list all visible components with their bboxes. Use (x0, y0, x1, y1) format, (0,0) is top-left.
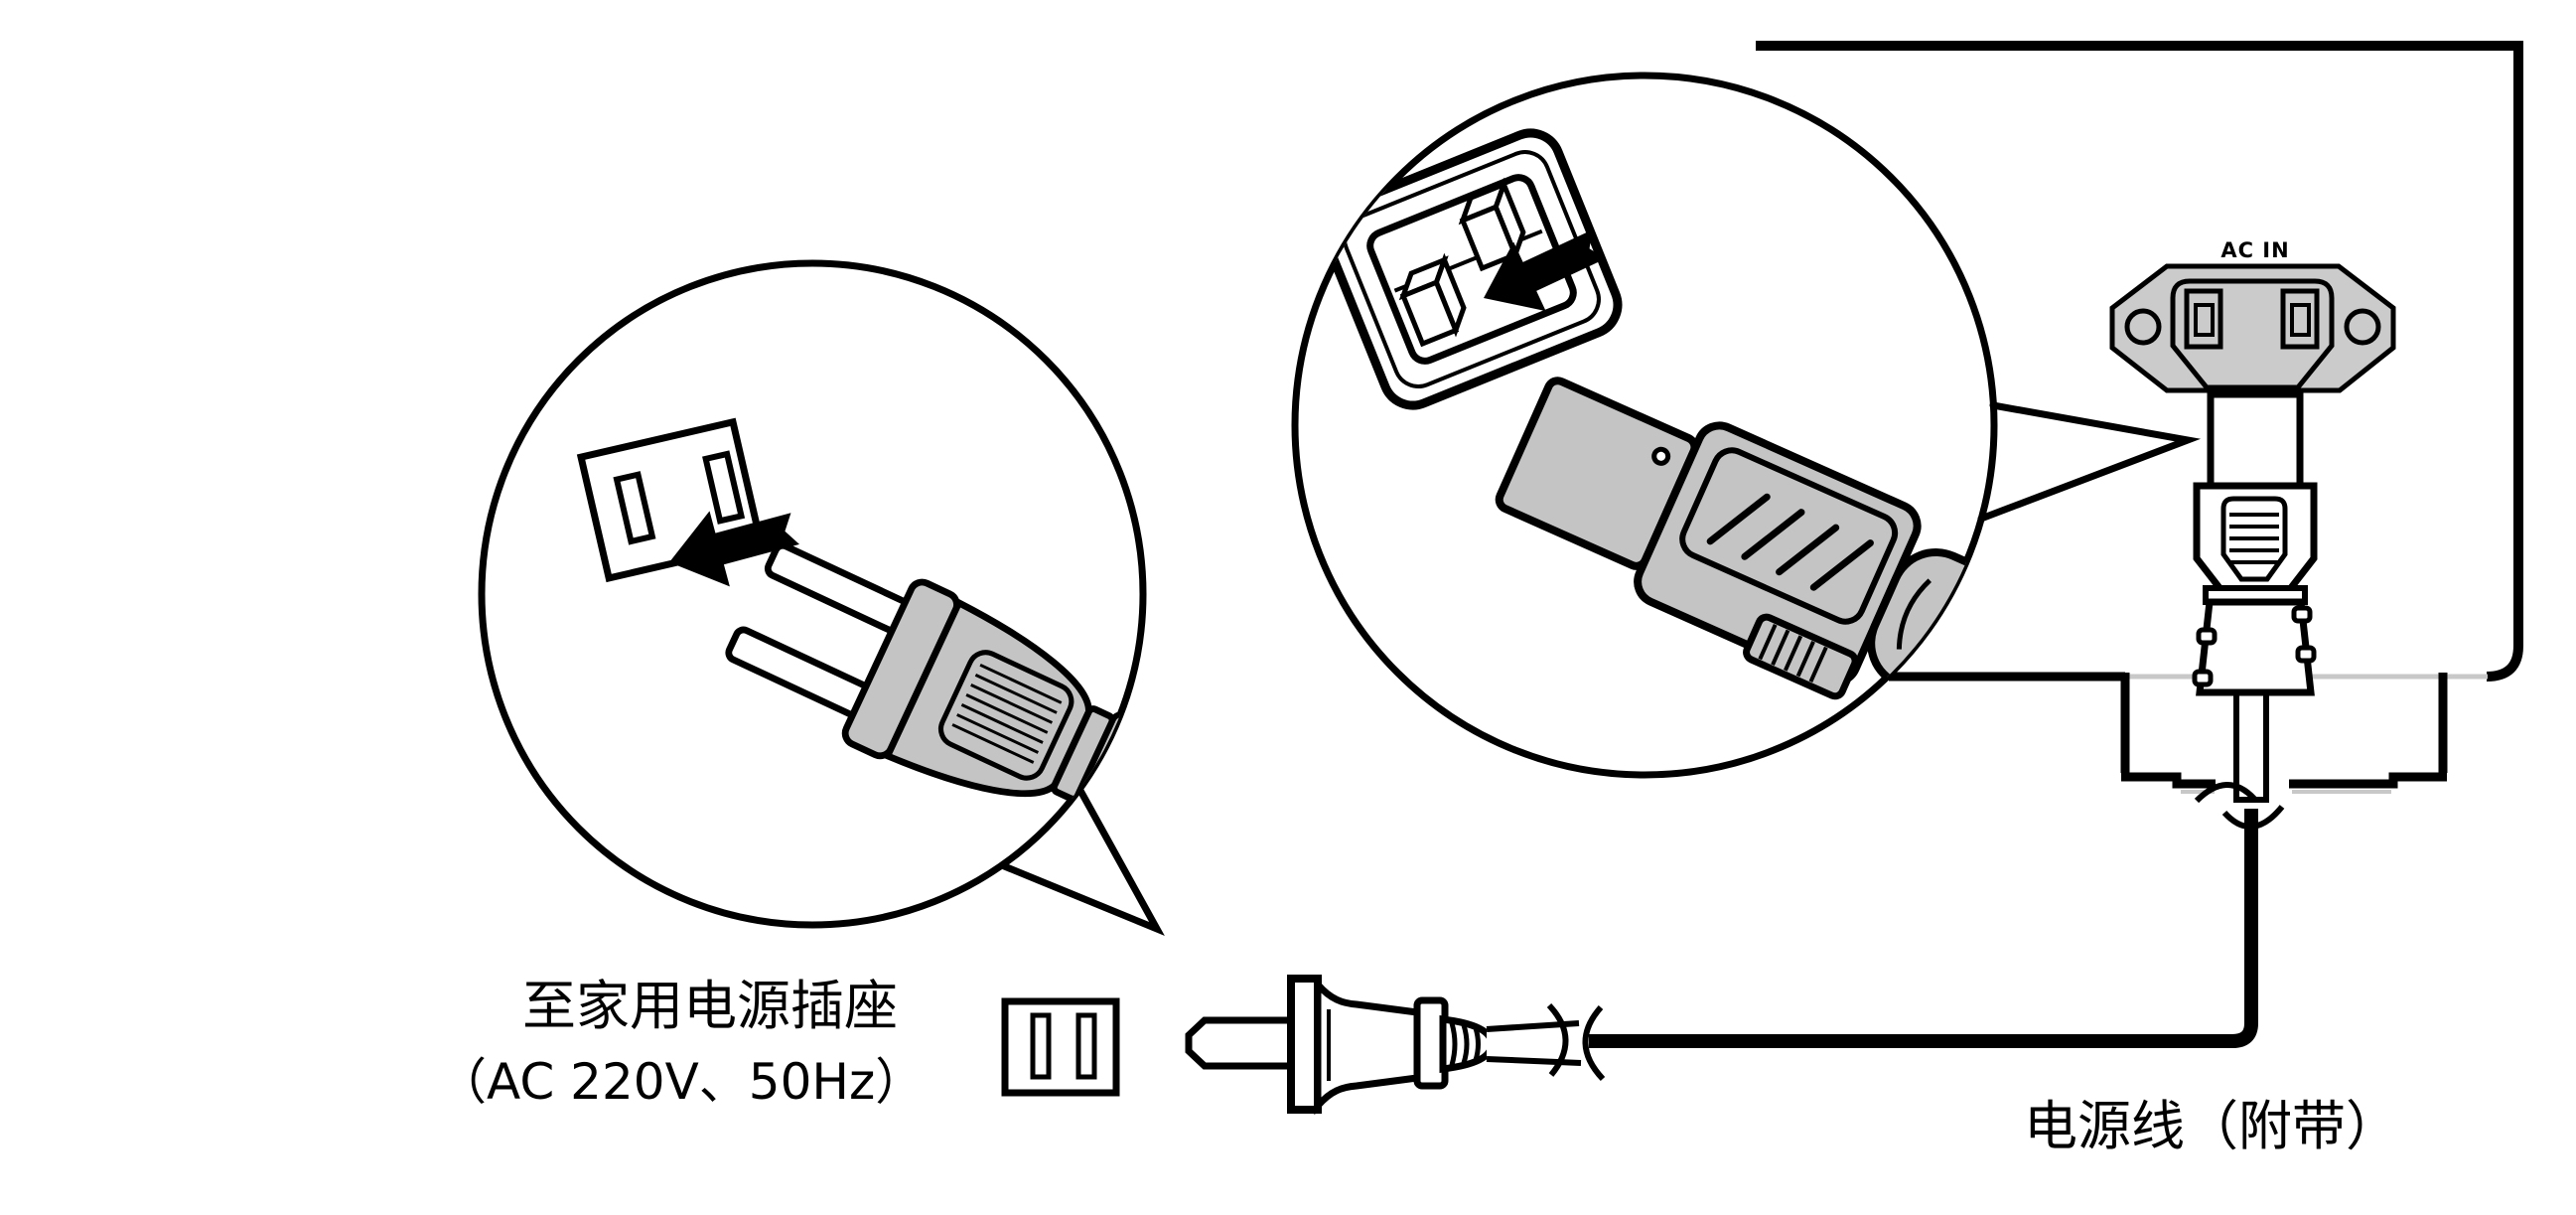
callout-wall-outlet (478, 259, 1213, 937)
relief-notch (2291, 605, 2313, 624)
power-cable (1589, 809, 2258, 1048)
grip-hatch (951, 663, 1063, 764)
mains-plug-side (1185, 975, 1606, 1116)
relief-notch (2192, 669, 2214, 687)
ac-in-label: AC IN (2220, 238, 2289, 262)
strain-relief (2196, 598, 2315, 696)
device-rear-panel (1756, 41, 2523, 794)
plug-body (1314, 975, 1421, 1116)
inlet-pin (1399, 279, 1460, 348)
outlet-slot (1075, 1012, 1097, 1080)
outlet-face (1001, 997, 1120, 1097)
connector-latch (1743, 613, 1859, 700)
cable-break-icon (1582, 1005, 1606, 1082)
cord-segment (2233, 685, 2269, 803)
cable-break-icon (2194, 782, 2257, 804)
inlet-pin (1459, 204, 1519, 272)
balloon-tail-fill (1010, 797, 1157, 929)
plug-faceplate (1287, 975, 1322, 1114)
wall-outlet-label-line1: 至家用电源插座 (522, 975, 898, 1037)
cord-stub (1487, 1023, 1581, 1063)
relief-notch (2295, 645, 2317, 664)
ac-inlet-front: AC IN (2109, 238, 2396, 393)
wall-outlet-label-line2: （AC 220V、50Hz） (437, 1053, 925, 1111)
boot-rib (1137, 752, 1143, 832)
magnified-iec-inlet (1321, 128, 1623, 410)
plugged-connector-rear (2192, 390, 2318, 831)
grip-ribs (2229, 513, 2279, 564)
outlet-slot (702, 450, 746, 525)
balloon-tail (1977, 401, 2202, 523)
connector-dot (1651, 446, 1671, 466)
latch-ribs (1758, 623, 1828, 683)
boot-ribs (1449, 1022, 1481, 1066)
screw-hole-icon (2344, 308, 2381, 346)
plug-blade (1185, 1016, 1296, 1070)
inlet-bevel (1343, 150, 1601, 388)
relief-notch (2196, 627, 2218, 646)
screw-hole-icon (2124, 308, 2162, 346)
inlet-slot-pin (2194, 303, 2215, 337)
balloon-tail (998, 785, 1165, 937)
panel-outline (1756, 41, 2523, 682)
connector-grip-plate (2220, 496, 2288, 582)
callout-iec-inlet (1291, 72, 2202, 779)
boot-tip (1161, 769, 1213, 836)
outlet-slot (613, 471, 656, 545)
boot-rib (1116, 739, 1143, 827)
wall-outlet-icon (1001, 997, 1120, 1097)
cable-notch-left (2120, 673, 2216, 789)
grip-area (937, 650, 1074, 781)
grip-grooves (1706, 493, 1874, 591)
connector-top (2207, 390, 2304, 490)
cable-break-icon (1546, 1002, 1569, 1077)
grip-plate (1679, 447, 1899, 625)
power-cord-label: 电源线（附带） (2024, 1095, 2399, 1157)
inlet-slot-pin (2290, 303, 2311, 337)
outlet-slot (1030, 1012, 1052, 1080)
cable-notch-right (2289, 673, 2448, 789)
